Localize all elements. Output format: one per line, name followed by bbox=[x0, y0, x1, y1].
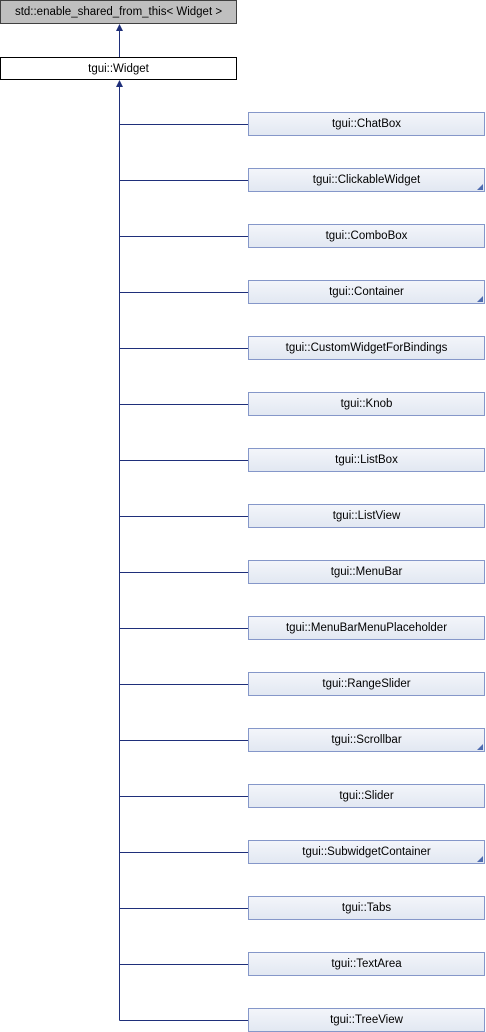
derived-class-node[interactable]: tgui::TextArea bbox=[248, 952, 485, 976]
inheritance-arrow-base bbox=[116, 24, 123, 31]
derived-class-node[interactable]: tgui::CustomWidgetForBindings bbox=[248, 336, 485, 360]
derived-class-label: tgui::Tabs bbox=[341, 902, 392, 914]
derived-class-node[interactable]: tgui::Slider bbox=[248, 784, 485, 808]
derived-class-label: tgui::ListView bbox=[332, 510, 401, 522]
derived-class-label: tgui::Scrollbar bbox=[331, 734, 402, 746]
derived-class-label: tgui::Slider bbox=[339, 790, 394, 802]
derived-class-label: tgui::ChatBox bbox=[331, 118, 402, 130]
derived-class-node[interactable]: tgui::ListView bbox=[248, 504, 485, 528]
derived-class-label: tgui::ListBox bbox=[335, 454, 398, 466]
derived-class-node[interactable]: tgui::TreeView bbox=[248, 1008, 485, 1032]
derived-class-label: tgui::TreeView bbox=[330, 1014, 403, 1026]
base-class-label: std::enable_shared_from_this< Widget > bbox=[14, 6, 223, 18]
derived-class-label: tgui::Knob bbox=[340, 398, 393, 410]
derived-class-node[interactable]: tgui::Knob bbox=[248, 392, 485, 416]
derived-class-node[interactable]: tgui::RangeSlider bbox=[248, 672, 485, 696]
base-class-node: std::enable_shared_from_this< Widget > bbox=[0, 0, 237, 24]
derived-class-label: tgui::ClickableWidget bbox=[312, 174, 421, 186]
derived-class-label: tgui::TextArea bbox=[331, 958, 402, 970]
more-subclasses-corner-icon bbox=[477, 184, 483, 190]
derived-class-node[interactable]: tgui::SubwidgetContainer bbox=[248, 840, 485, 864]
derived-class-label: tgui::Container bbox=[329, 286, 404, 298]
more-subclasses-corner-icon bbox=[477, 744, 483, 750]
derived-class-node[interactable]: tgui::ListBox bbox=[248, 448, 485, 472]
derived-class-node[interactable]: tgui::Tabs bbox=[248, 896, 485, 920]
derived-class-node[interactable]: tgui::MenuBar bbox=[248, 560, 485, 584]
derived-class-node[interactable]: tgui::ComboBox bbox=[248, 224, 485, 248]
derived-class-label: tgui::SubwidgetContainer bbox=[302, 846, 431, 858]
derived-class-label: tgui::ComboBox bbox=[325, 230, 408, 242]
derived-class-node[interactable]: tgui::MenuBarMenuPlaceholder bbox=[248, 616, 485, 640]
current-class-label: tgui::Widget bbox=[88, 62, 149, 75]
inheritance-arrow-widget bbox=[116, 80, 123, 87]
derived-class-node[interactable]: tgui::ClickableWidget bbox=[248, 168, 485, 192]
derived-class-label: tgui::RangeSlider bbox=[322, 678, 411, 690]
more-subclasses-corner-icon bbox=[477, 296, 483, 302]
derived-class-label: tgui::MenuBar bbox=[330, 566, 403, 578]
derived-class-node[interactable]: tgui::Container bbox=[248, 280, 485, 304]
derived-class-label: tgui::CustomWidgetForBindings bbox=[285, 342, 448, 354]
derived-class-node[interactable]: tgui::Scrollbar bbox=[248, 728, 485, 752]
current-class-node: tgui::Widget bbox=[0, 57, 237, 80]
more-subclasses-corner-icon bbox=[477, 856, 483, 862]
derived-class-label: tgui::MenuBarMenuPlaceholder bbox=[285, 622, 448, 634]
derived-class-node[interactable]: tgui::ChatBox bbox=[248, 112, 485, 136]
